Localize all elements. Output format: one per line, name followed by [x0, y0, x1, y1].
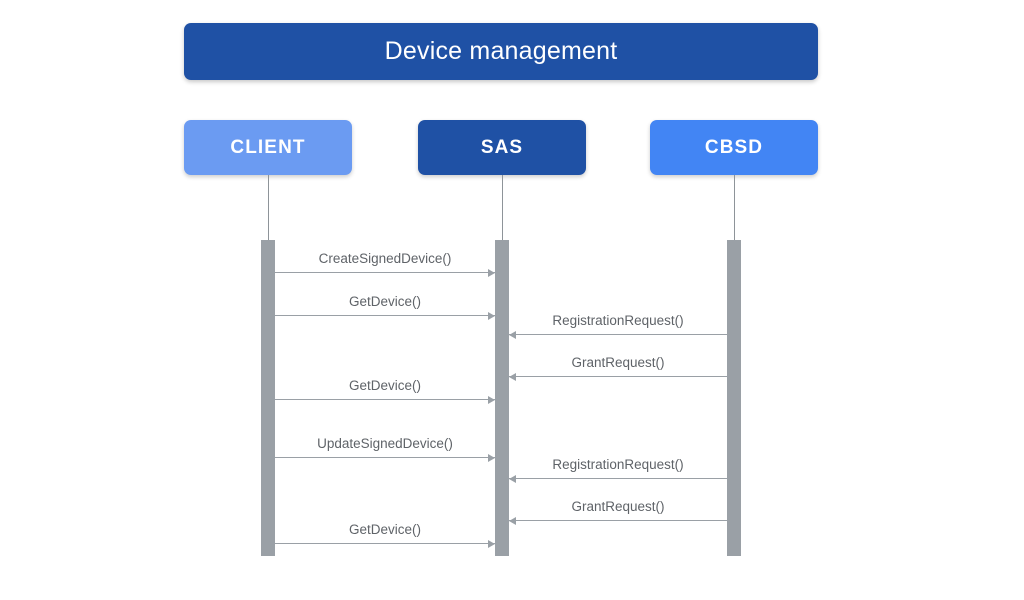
message-line-6 [275, 457, 495, 458]
participant-label-sas: SAS [480, 137, 524, 158]
message-arrowhead-5 [488, 396, 495, 404]
message-arrowhead-3 [509, 331, 516, 339]
message-line-2 [275, 315, 495, 316]
message-arrowhead-8 [509, 517, 516, 525]
lifeline-client [268, 175, 269, 240]
message-label-4: GrantRequest() [571, 355, 665, 370]
message-label-3: RegistrationRequest() [552, 313, 684, 328]
participant-box-sas[interactable]: SAS [418, 120, 586, 175]
message-label-5: GetDevice() [348, 378, 421, 393]
lifeline-cbsd [734, 175, 735, 240]
message-arrowhead-1 [488, 269, 495, 277]
message-line-5 [275, 399, 495, 400]
message-line-3 [509, 334, 727, 335]
message-line-1 [275, 272, 495, 273]
activation-bar-sas [495, 240, 509, 556]
message-arrowhead-7 [509, 475, 516, 483]
diagram-title: Device management [384, 37, 618, 65]
message-label-8: GrantRequest() [571, 499, 665, 514]
message-label-1: CreateSignedDevice() [318, 251, 452, 266]
participant-box-cbsd[interactable]: CBSD [650, 120, 818, 175]
message-arrowhead-6 [488, 454, 495, 462]
message-arrowhead-2 [488, 312, 495, 320]
participant-label-client: CLIENT [230, 137, 306, 158]
lifeline-sas [502, 175, 503, 240]
participant-label-cbsd: CBSD [704, 137, 764, 158]
message-line-9 [275, 543, 495, 544]
message-label-7: RegistrationRequest() [552, 457, 684, 472]
message-line-8 [509, 520, 727, 521]
message-label-6: UpdateSignedDevice() [317, 436, 453, 451]
message-arrowhead-4 [509, 373, 516, 381]
message-label-2: GetDevice() [348, 294, 421, 309]
message-label-9: GetDevice() [348, 522, 421, 537]
activation-bar-client [261, 240, 275, 556]
activation-bar-cbsd [727, 240, 741, 556]
message-arrowhead-9 [488, 540, 495, 548]
message-line-7 [509, 478, 727, 479]
diagram-title-banner: Device management [184, 23, 818, 80]
participant-box-client[interactable]: CLIENT [184, 120, 352, 175]
message-line-4 [509, 376, 727, 377]
